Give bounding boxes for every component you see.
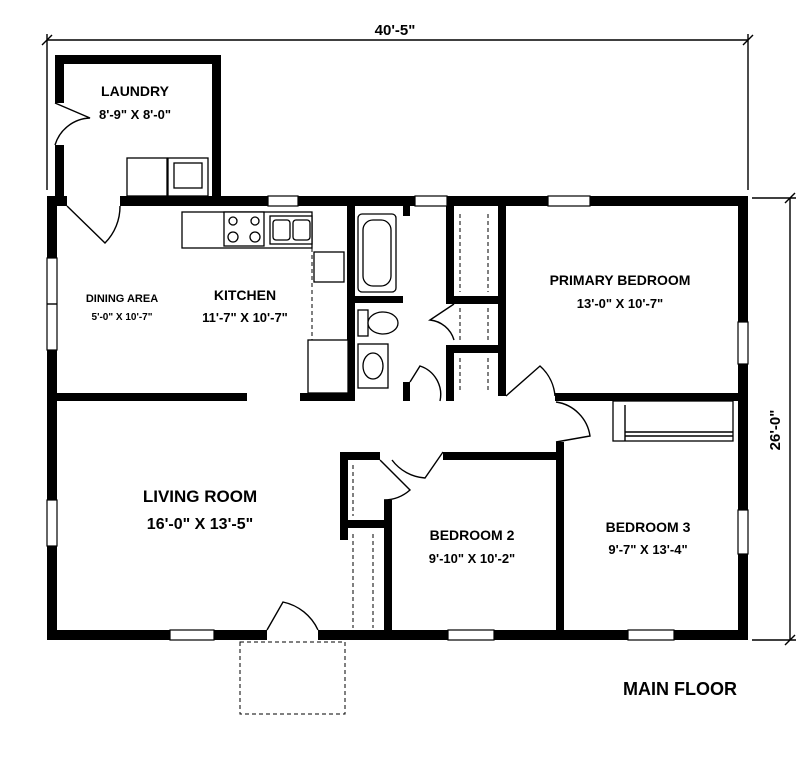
washer bbox=[126, 157, 168, 197]
bedroom-3-size: 9'-7" X 13'-4" bbox=[608, 542, 687, 557]
laundry-door bbox=[54, 102, 91, 146]
doors bbox=[54, 102, 591, 631]
laundry-size: 8'-9" X 8'-0" bbox=[99, 107, 171, 122]
dining-label: DINING AREA bbox=[86, 293, 158, 305]
bath-fixtures bbox=[357, 213, 399, 389]
room-labels: LAUNDRY 8'-9" X 8'-0" DINING AREA 5'-0" … bbox=[86, 83, 691, 566]
bedroom-2-label: BEDROOM 2 bbox=[430, 527, 515, 543]
bath-sink bbox=[362, 352, 384, 380]
living-room-label: LIVING ROOM bbox=[143, 487, 257, 506]
laundry-label: LAUNDRY bbox=[101, 83, 170, 99]
closets bbox=[352, 214, 734, 628]
laundry-fixtures bbox=[126, 157, 209, 197]
kitchen-label: KITCHEN bbox=[214, 287, 276, 303]
width-dimension: 40'-5" bbox=[41, 22, 754, 190]
bedroom-3-label: BEDROOM 3 bbox=[606, 519, 691, 535]
dining-size: 5'-0" X 10'-7" bbox=[92, 312, 153, 323]
kitchen-fixtures bbox=[181, 211, 349, 394]
interior-walls bbox=[57, 206, 748, 640]
front-porch bbox=[239, 641, 346, 715]
window-laundry-kitchen bbox=[267, 195, 299, 207]
primary-bedroom-label: PRIMARY BEDROOM bbox=[550, 272, 691, 288]
depth-dimension-label: 26'-0" bbox=[767, 410, 784, 451]
width-dimension-label: 40'-5" bbox=[375, 22, 416, 39]
toilet-bowl bbox=[367, 311, 399, 335]
kitchen-size: 11'-7" X 10'-7" bbox=[202, 310, 288, 325]
windows bbox=[46, 195, 749, 641]
fridge bbox=[307, 339, 349, 394]
front-door bbox=[266, 601, 319, 631]
toilet-tank bbox=[357, 309, 369, 337]
living-room-size: 16'-0" X 13'-5" bbox=[147, 516, 253, 533]
bedroom-2-size: 9'-10" X 10'-2" bbox=[429, 551, 515, 566]
laundry-dining-door bbox=[66, 205, 121, 244]
depth-dimension: 26'-0" bbox=[752, 192, 796, 646]
primary-bedroom-size: 13'-0" X 10'-7" bbox=[577, 296, 663, 311]
floor-title: MAIN FLOOR bbox=[623, 679, 737, 699]
